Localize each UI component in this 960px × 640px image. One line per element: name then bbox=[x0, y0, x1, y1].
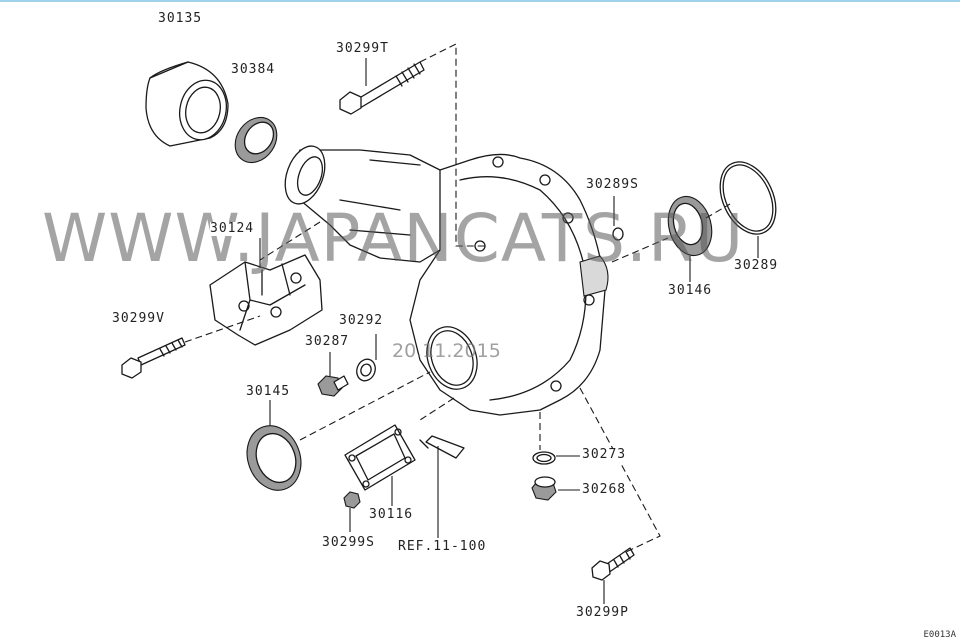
part-30299T-bolt bbox=[339, 58, 425, 115]
part-30287-plug bbox=[317, 352, 349, 397]
label-ref-11-100[interactable]: REF.11-100 bbox=[398, 539, 487, 554]
part-30124-bracket bbox=[209, 238, 323, 346]
part-main-housing bbox=[284, 145, 609, 416]
label-30289[interactable]: 30289 bbox=[734, 258, 779, 273]
label-30145[interactable]: 30145 bbox=[246, 384, 291, 399]
label-30273[interactable]: 30273 bbox=[582, 447, 627, 462]
label-30146[interactable]: 30146 bbox=[668, 283, 713, 298]
watermark-site: WWW.JAPANCATS.RU bbox=[42, 200, 745, 277]
diagram-code: E0013A bbox=[923, 630, 956, 640]
top-border-line bbox=[0, 0, 960, 2]
label-30299P[interactable]: 30299P bbox=[576, 605, 629, 620]
part-30384-seal bbox=[234, 116, 278, 164]
label-30299T[interactable]: 30299T bbox=[336, 41, 389, 56]
label-30287[interactable]: 30287 bbox=[305, 334, 350, 349]
label-30289S[interactable]: 30289S bbox=[586, 177, 639, 192]
part-30146-seal bbox=[667, 195, 713, 282]
part-30289-oring bbox=[719, 161, 777, 258]
label-30116[interactable]: 30116 bbox=[369, 507, 414, 522]
part-30299P-bolt bbox=[591, 547, 635, 604]
part-30289S-ring bbox=[612, 196, 624, 241]
part-30292-washer bbox=[356, 334, 377, 382]
part-30116-gasket bbox=[344, 424, 416, 506]
assembly-dash-lines bbox=[184, 43, 731, 553]
label-30124[interactable]: 30124 bbox=[210, 221, 255, 236]
part-30273-oring bbox=[532, 451, 580, 465]
watermark-date: 20.11.2015 bbox=[392, 340, 501, 362]
label-30299S[interactable]: 30299S bbox=[322, 535, 375, 550]
label-30268[interactable]: 30268 bbox=[582, 482, 627, 497]
part-30299V-bolt bbox=[121, 337, 186, 379]
part-30145-seal bbox=[246, 400, 302, 491]
label-30135[interactable]: 30135 bbox=[158, 11, 203, 26]
part-housing-oring bbox=[426, 326, 478, 390]
label-30299V[interactable]: 30299V bbox=[112, 311, 165, 326]
part-30299S-bolt bbox=[343, 491, 361, 532]
label-30292[interactable]: 30292 bbox=[339, 313, 384, 328]
part-30268-plug bbox=[531, 476, 580, 501]
label-30384[interactable]: 30384 bbox=[231, 62, 276, 77]
part-30135-sleeve bbox=[145, 61, 229, 147]
part-ref-11-100 bbox=[419, 435, 465, 538]
